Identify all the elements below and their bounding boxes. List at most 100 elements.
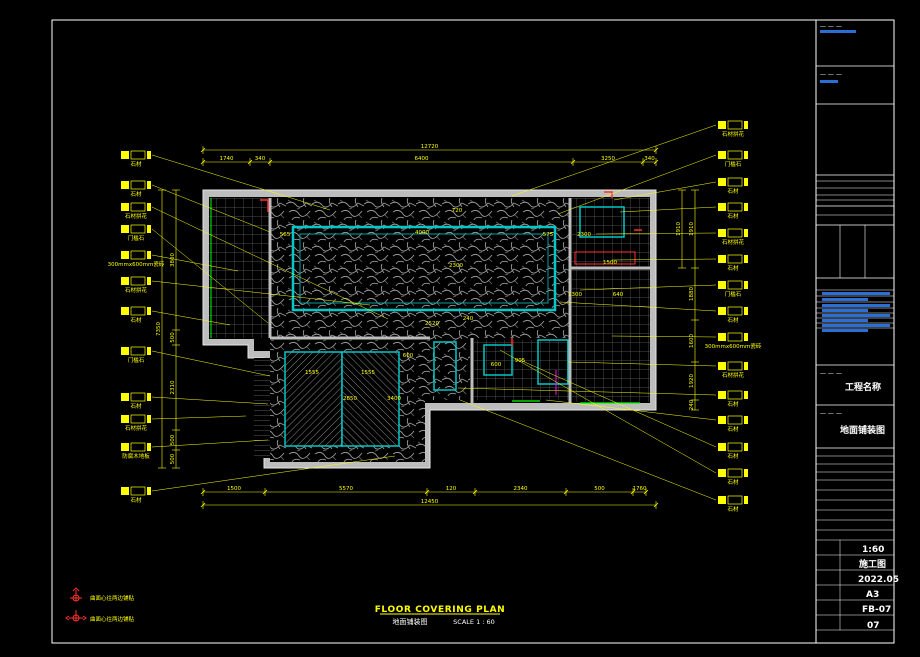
left-leader xyxy=(151,455,396,492)
right-callout-marker-box xyxy=(718,496,726,504)
inner-dim-label: 905 xyxy=(515,358,526,364)
right-leader xyxy=(559,301,717,312)
right-leader xyxy=(499,349,717,474)
inner-dim-label: 720 xyxy=(452,208,463,214)
dim-left-label: 500 xyxy=(170,332,176,343)
left-callout-marker-tag xyxy=(130,250,146,260)
left-leader xyxy=(151,439,269,448)
left-callout-marker-box xyxy=(121,225,129,233)
left-callout-marker-end xyxy=(147,277,151,285)
left-callout-marker-tag xyxy=(130,150,146,160)
dim-bottom-label: 500 xyxy=(594,486,605,492)
left-callout-marker-tag xyxy=(130,414,146,424)
right-callout-marker-box xyxy=(718,178,726,186)
right-callout-marker-tag xyxy=(727,306,743,316)
dim-bottom-label: 2340 xyxy=(514,486,528,492)
dim-bottom-slash xyxy=(563,489,569,495)
left-callout-marker-end xyxy=(147,393,151,401)
title-block: — — — — — — — — — 工程名称 — — — 地面铺装图 1:60 … xyxy=(815,20,899,643)
left-leader xyxy=(151,350,271,377)
right-leader xyxy=(611,335,717,338)
inner-dim-label: 600 xyxy=(403,353,414,359)
dim-bottom-label: 120 xyxy=(446,486,457,492)
dim-right-outer-label: 1910 xyxy=(676,222,682,236)
right-callout-marker-box xyxy=(718,229,726,237)
right-callout-marker-box xyxy=(718,203,726,211)
right-callout-label: 门槛石 xyxy=(725,290,742,298)
left-callout-marker-tag xyxy=(130,392,146,402)
left-callout-marker-end xyxy=(147,347,151,355)
left-leader xyxy=(151,310,231,326)
right-callout-marker-tag xyxy=(727,228,743,238)
drawing-name: 地面铺装图 xyxy=(840,424,885,436)
inner-dim-label: 240 xyxy=(463,316,474,322)
right-callout-marker-tag xyxy=(727,280,743,290)
inner-dim-label: 2520 xyxy=(425,321,439,327)
dim-top-label: 340 xyxy=(255,156,266,162)
dim-left-label: 3800 xyxy=(170,253,176,267)
right-leader xyxy=(619,206,717,213)
inner-dim-label: 2300 xyxy=(577,232,591,238)
right-callout-marker-end xyxy=(744,333,748,341)
legend-symbol-b-icon xyxy=(65,610,87,622)
right-callout-marker-end xyxy=(744,178,748,186)
left-callout-marker-tag xyxy=(130,306,146,316)
tb-size: A3 xyxy=(866,590,879,600)
right-callout-marker-end xyxy=(744,255,748,263)
right-leader xyxy=(459,399,717,501)
inner-dim-label: 600 xyxy=(491,362,502,368)
dim-bottom-slash xyxy=(262,489,268,495)
dim-bottom-overall-slash xyxy=(653,502,659,508)
right-callout-marker-box xyxy=(718,362,726,370)
dim-top-label: 340 xyxy=(644,156,655,162)
dim-left-label: 500 xyxy=(170,453,176,464)
dim-top-overall-label: 12720 xyxy=(421,144,439,150)
dim-left-overall-label: 7350 xyxy=(156,322,162,336)
left-leader xyxy=(151,228,269,324)
left-callout-marker-box xyxy=(121,393,129,401)
right-callout-marker-tag xyxy=(727,177,743,187)
drawing-title-cn: 地面铺装图 xyxy=(393,617,428,626)
right-callout-marker-end xyxy=(744,281,748,289)
right-callout-marker-tag xyxy=(727,120,743,130)
dim-bottom-overall-label: 12450 xyxy=(421,499,439,505)
right-leader xyxy=(511,124,717,197)
right-leader xyxy=(567,361,717,367)
right-callout-marker-box xyxy=(718,443,726,451)
inner-dim-label: 565 xyxy=(280,232,291,238)
right-callout-label: 石材 xyxy=(727,316,739,324)
project-name: 工程名称 xyxy=(845,381,881,393)
right-callout-marker-end xyxy=(744,391,748,399)
right-callout-label: 石材拼花 xyxy=(722,238,745,246)
dim-bottom-label: 1500 xyxy=(227,486,241,492)
right-callout-marker-box xyxy=(718,391,726,399)
left-leader xyxy=(151,254,239,272)
right-callout-label: 石材 xyxy=(727,505,739,513)
left-leader xyxy=(151,206,389,320)
dim-left-label: 500 xyxy=(170,434,176,445)
inner-dim-label: 640 xyxy=(613,292,624,298)
right-callout-marker-box xyxy=(718,333,726,341)
right-callout-marker-end xyxy=(744,307,748,315)
right-callout-marker-end xyxy=(744,469,748,477)
left-callout-marker-box xyxy=(121,443,129,451)
inner-dim-label: 1555 xyxy=(305,370,319,376)
left-callout-marker-end xyxy=(147,443,151,451)
dim-bottom-slash xyxy=(200,489,206,495)
left-callout-label: 石材拼花 xyxy=(125,212,148,220)
dim-bottom-slash xyxy=(643,489,649,495)
right-callout-marker-tag xyxy=(727,415,743,425)
left-callout-marker-end xyxy=(147,203,151,211)
right-callout-marker-end xyxy=(744,416,748,424)
right-callout-label: 石材拼花 xyxy=(722,130,745,138)
left-leader xyxy=(151,396,269,405)
right-callout-label: 石材 xyxy=(727,478,739,486)
right-callout-marker-box xyxy=(718,121,726,129)
dim-bottom-label: 5570 xyxy=(339,486,353,492)
dim-bottom-slash xyxy=(630,489,636,495)
inner-dim-label: 1300 xyxy=(568,292,582,298)
dim-bottom-slash xyxy=(472,489,478,495)
left-callout-marker-tag xyxy=(130,202,146,212)
svg-text:— — —: — — — xyxy=(820,23,842,30)
